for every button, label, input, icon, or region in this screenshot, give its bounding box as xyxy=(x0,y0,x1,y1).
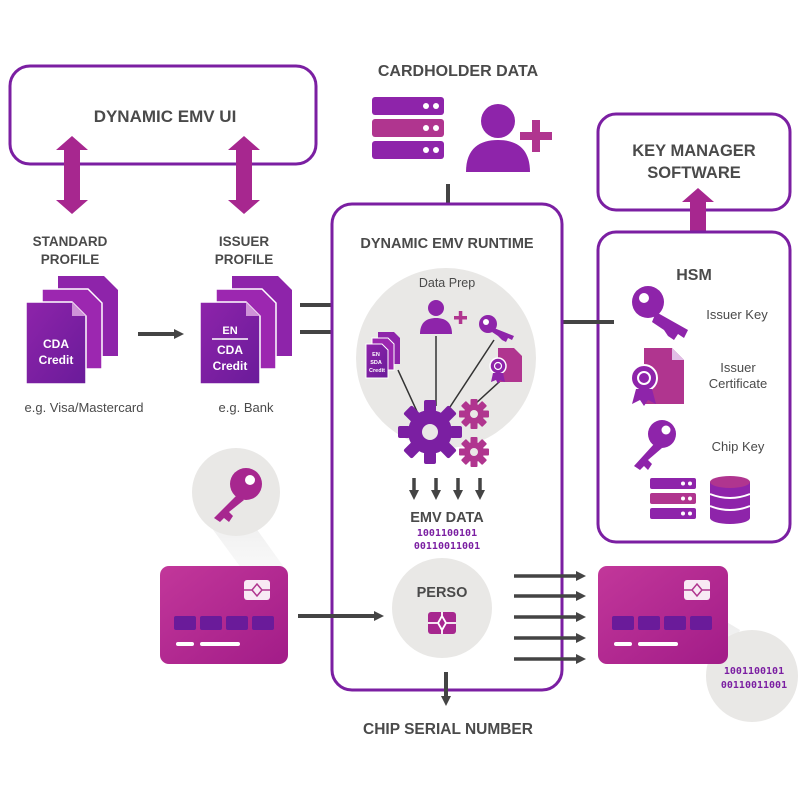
data-prep-certificate-icon xyxy=(489,348,522,384)
server-stack-icon xyxy=(372,97,444,159)
hsm-title: HSM xyxy=(676,267,712,284)
hsm-issuer-key-label: Issuer Key xyxy=(706,307,768,322)
input-credit-card-icon xyxy=(160,566,288,664)
output-bits-bubble xyxy=(706,630,798,722)
standard-doc-line2: Credit xyxy=(39,353,74,367)
standard-profile-title-line1: STANDARD xyxy=(33,234,108,249)
hsm-chip-key-label: Chip Key xyxy=(712,439,765,454)
emv-data-title: EMV DATA xyxy=(410,510,484,526)
input-card-group xyxy=(160,448,288,664)
standard-profile-document-stack-icon xyxy=(25,276,118,385)
perso-to-card-arrows-icon xyxy=(514,571,586,664)
runtime-title: DYNAMIC EMV RUNTIME xyxy=(360,236,534,252)
emv-data-bits-line1: 1001100101 xyxy=(417,528,477,539)
certificate-icon xyxy=(630,348,684,406)
chip-key-icon xyxy=(634,420,676,470)
perso-label: PERSO xyxy=(417,585,468,601)
issuer-doc-line1: CDA xyxy=(217,343,243,357)
chip-serial-number-title: CHIP SERIAL NUMBER xyxy=(363,721,533,738)
issuer-profile-caption: e.g. Bank xyxy=(219,400,274,415)
issuer-key-icon xyxy=(632,286,688,340)
key-manager-title-line2: SOFTWARE xyxy=(647,164,741,182)
standard-profile-caption: e.g. Visa/Mastercard xyxy=(25,400,144,415)
standard-profile-title-line2: PROFILE xyxy=(41,252,100,267)
issuer-doc-line2: Credit xyxy=(213,359,248,373)
issuer-profile: ISSUER PROFILE EN CDA Credit e.g. Bank xyxy=(199,234,292,415)
output-bits-line2: 00110011001 xyxy=(721,680,787,691)
output-credit-card-icon xyxy=(598,566,728,664)
small-gear-top-icon xyxy=(459,399,489,429)
perso-circle xyxy=(392,558,492,658)
data-prep-key-icon xyxy=(479,315,514,342)
mini-doc-line0: EN xyxy=(372,352,380,358)
data-prep-circle xyxy=(356,268,536,448)
data-prep-document-stack-icon xyxy=(365,332,400,379)
dynamic-emv-ui-box: DYNAMIC EMV UI xyxy=(8,64,318,166)
hsm-issuer-cert-label-line1: Issuer xyxy=(720,360,756,375)
emv-data-bits-line2: 00110011001 xyxy=(414,541,480,552)
dynamic-emv-ui-title: DYNAMIC EMV UI xyxy=(94,107,237,126)
cardholder-data-title: CARDHOLDER DATA xyxy=(378,63,539,80)
dynamic-emv-runtime-box: DYNAMIC EMV RUNTIME Data Prep xyxy=(330,202,564,692)
standard-doc-line1: CDA xyxy=(43,337,69,351)
issuer-profile-title-line2: PROFILE xyxy=(215,252,274,267)
output-card-group: 1001100101 00110011001 xyxy=(598,566,798,722)
mini-doc-line1: SDA xyxy=(370,360,382,366)
key-manager-title-line1: KEY MANAGER xyxy=(632,142,756,160)
ui-issuer-double-arrow-icon xyxy=(228,136,260,214)
issuer-profile-title-line1: ISSUER xyxy=(219,234,270,249)
issuer-profile-document-stack-icon xyxy=(199,276,292,385)
cardholder-data: CARDHOLDER DATA xyxy=(372,63,552,172)
input-card-key-icon xyxy=(214,468,262,522)
database-icon xyxy=(709,476,751,524)
emv-data-down-arrows-icon xyxy=(409,478,485,500)
perso-chip-icon xyxy=(428,612,456,634)
hsm-box: HSM Issuer Key Issuer Certificate Chip K… xyxy=(596,230,792,544)
ui-standard-double-arrow-icon xyxy=(56,136,88,214)
standard-profile: STANDARD PROFILE CDA Credit e.g. Visa/Ma… xyxy=(25,234,144,415)
data-prep-label: Data Prep xyxy=(419,276,475,290)
small-gear-bottom-icon xyxy=(459,437,489,467)
issuer-doc-line0: EN xyxy=(222,325,237,337)
hsm-server-icon xyxy=(650,478,696,519)
gear-icon xyxy=(398,400,462,464)
data-prep-user-add-icon xyxy=(420,300,467,334)
output-bits-line1: 1001100101 xyxy=(724,666,784,677)
mini-doc-line2: Credit xyxy=(369,368,385,374)
hsm-issuer-cert-label-line2: Certificate xyxy=(709,376,768,391)
user-add-icon xyxy=(466,104,552,172)
